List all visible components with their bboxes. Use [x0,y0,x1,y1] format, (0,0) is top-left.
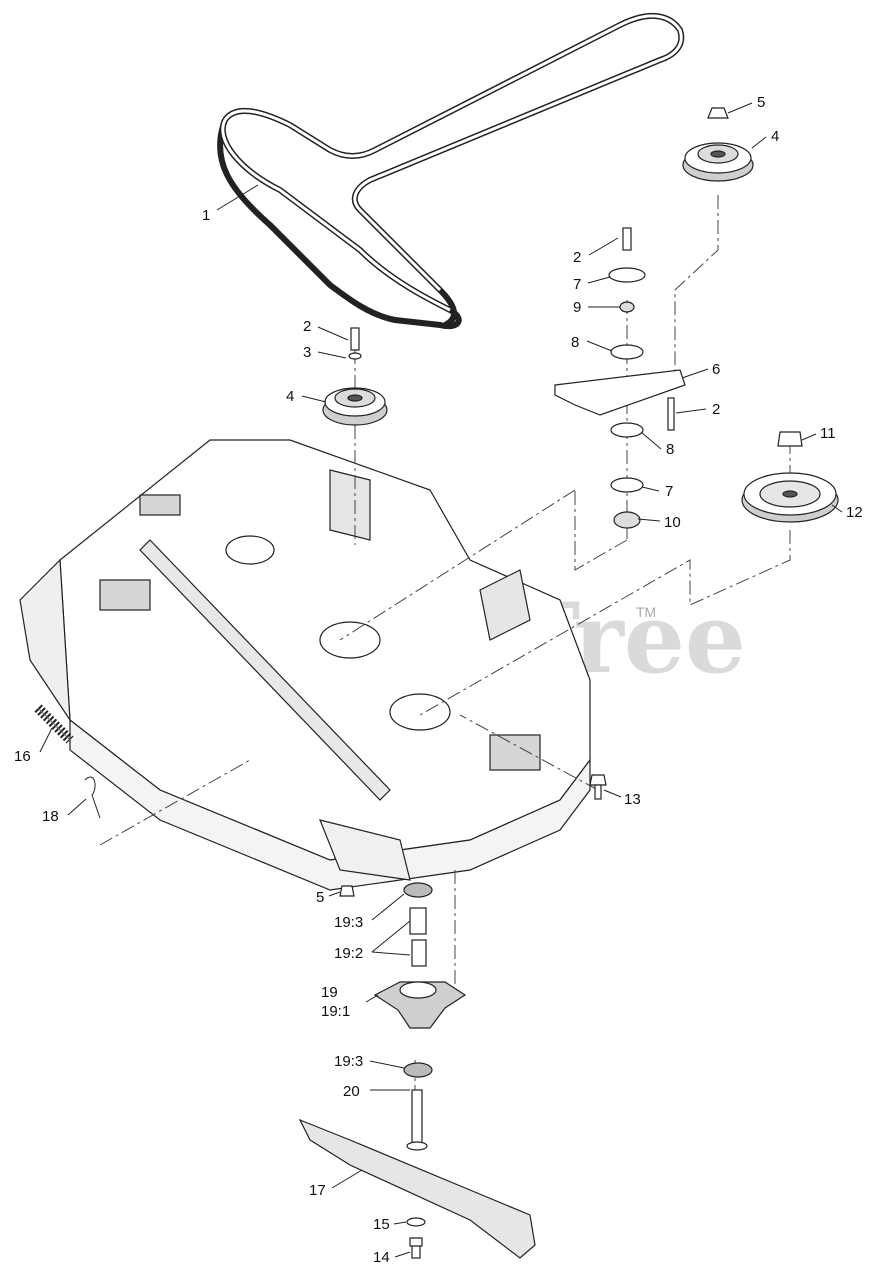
callout-bushing: 19:2 [334,945,363,962]
watermark-trademark: TM [636,604,656,620]
center-lines [99,195,791,1150]
spring-16 [34,704,74,744]
callout-nut-11: 11 [820,425,836,442]
callout-spacer: 9 [573,299,581,316]
callout-washer-10: 10 [664,514,681,531]
callout-bearing-bottom: 19:3 [334,1053,363,1070]
callout-bolt-14: 14 [373,1249,390,1266]
callout-pulley-left: 4 [286,388,294,405]
mower-deck [19,439,591,891]
callout-nut-5: 5 [316,889,324,906]
callout-bolt-left: 2 [303,318,311,335]
callout-spring: 16 [14,748,31,765]
callout-washer-15: 15 [373,1216,390,1233]
callout-belt: 1 [202,207,210,224]
drive-pulley-stack [741,431,839,523]
callout-washer-8-top: 8 [571,334,579,351]
left-pulley-stack [322,327,388,426]
callout-spindle-sub: 19:1 [321,1003,350,1020]
callout-pulley-12: 12 [846,504,863,521]
right-pulley-stack [682,107,754,182]
callout-nut-top: 5 [757,94,765,111]
callout-washer-left: 3 [303,344,311,361]
hook-18 [84,776,101,819]
idler-arm-stack [554,227,686,529]
callout-washer-7-bottom: 7 [665,483,673,500]
callout-bolt-top: 2 [573,249,581,266]
callout-blade: 17 [309,1182,326,1199]
callout-spindle: 19 [321,984,338,1001]
callout-labels: 1 2 3 4 2 7 9 8 6 2 8 7 10 5 4 11 12 13 … [14,94,863,1266]
blade-17 [298,1118,536,1259]
leader-lines [39,102,843,1258]
callout-shaft: 20 [343,1083,360,1100]
drive-belt [217,12,685,330]
callout-bolt-arm: 2 [712,401,720,418]
callout-hook: 18 [42,808,59,825]
callout-pulley-right: 4 [771,128,779,145]
bolt-13 [589,774,607,800]
callout-idler-arm: 6 [712,361,720,378]
callout-washer-top: 7 [573,276,581,293]
callout-bearing-top: 19:3 [334,914,363,931]
callout-bolt-13: 13 [624,791,641,808]
callout-washer-8-bottom: 8 [666,441,674,458]
